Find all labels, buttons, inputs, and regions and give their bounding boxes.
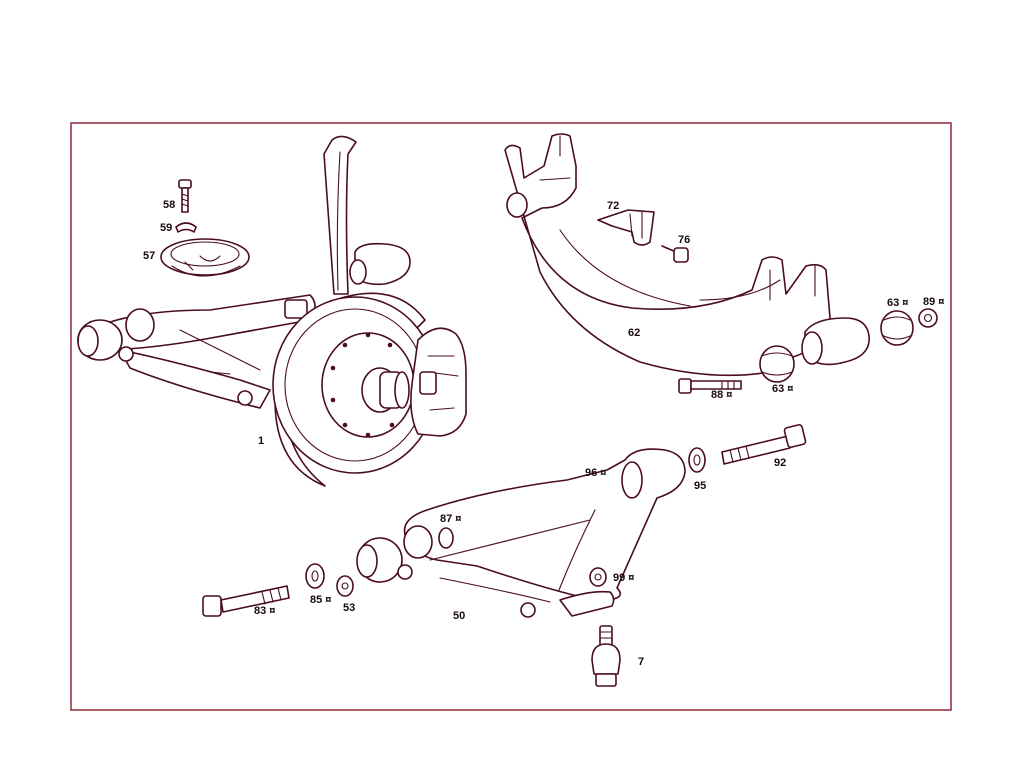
part-63-rubber-mount-lower[interactable] [759,345,795,383]
diagram-frame [70,122,952,711]
label-58: 58 [163,199,175,211]
label-50: 50 [453,610,465,622]
part-87-washer[interactable] [438,527,454,549]
part-63-rubber-mount-upper[interactable] [880,310,914,346]
part-1-knuckle-assembly[interactable] [77,135,467,487]
label-57: 57 [143,250,155,262]
label-1: 1 [258,435,264,447]
label-62: 62 [628,327,640,339]
part-72-bracket[interactable] [597,209,655,246]
part-88-bolt[interactable] [678,378,742,394]
label-96: 96 ¤ [585,467,606,479]
part-7-ball-joint[interactable] [591,625,621,687]
label-95: 95 [694,480,706,492]
label-88: 88 ¤ [711,389,732,401]
label-92: 92 [774,457,786,469]
part-95-washer[interactable] [688,447,706,473]
part-59-washer[interactable] [175,222,197,233]
part-99-nut[interactable] [589,567,607,587]
part-62-cross-member[interactable] [504,133,870,377]
part-92-bolt[interactable] [721,423,807,465]
label-59: 59 [160,222,172,234]
label-53: 53 [343,602,355,614]
label-72: 72 [607,200,619,212]
label-85: 85 ¤ [310,594,331,606]
part-76-bolt[interactable] [661,245,689,263]
label-87: 87 ¤ [440,513,461,525]
label-76: 76 [678,234,690,246]
part-85-washer[interactable] [305,563,325,589]
label-89: 89 ¤ [923,296,944,308]
label-7: 7 [638,656,644,668]
label-83: 83 ¤ [254,605,275,617]
label-63-upper: 63 ¤ [887,297,908,309]
part-53-nut[interactable] [336,575,354,597]
part-89-nut[interactable] [918,308,938,328]
part-50-wishbone[interactable] [356,448,686,618]
part-58-screw[interactable] [178,179,192,213]
part-labels: 58 59 57 1 72 76 62 63 ¤ 89 ¤ 88 ¤ 63 ¤ … [143,199,944,668]
label-63-lower: 63 ¤ [772,383,793,395]
part-57-spring-seat[interactable] [160,238,250,277]
label-99: 99 ¤ [613,572,634,584]
part-83-bolt[interactable] [202,585,290,617]
